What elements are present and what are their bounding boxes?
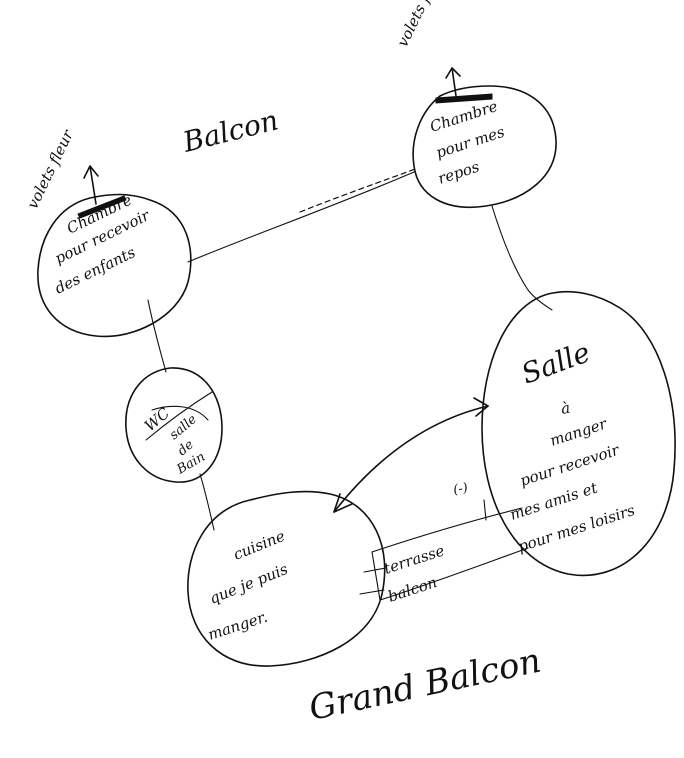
room-text-cuisine-2: que je puis (207, 560, 291, 608)
window-bar-repos (435, 93, 493, 104)
terrasse-strip-end-left (371, 551, 381, 601)
label-mark: (-) (452, 481, 469, 498)
connector-wc-cuisine (199, 473, 215, 531)
note-volets-left: volets fleur (23, 126, 77, 211)
room-bubble-salle (481, 290, 676, 577)
label-balcon-small: balcon (386, 573, 440, 606)
room-bubble-chambre-enfants (37, 193, 192, 338)
room-bubble-chambre-repos (412, 85, 557, 208)
window-arrow-enfants (83, 165, 99, 205)
window-arrow-repos (445, 67, 461, 97)
room-text-salle-3: manger (548, 414, 610, 449)
label-grand-balcon: Grand Balcon (306, 641, 545, 729)
arrow-head-cuisine (333, 493, 353, 513)
room-text-salle-1: Salle (517, 336, 594, 391)
terrasse-tick-2 (359, 589, 385, 595)
arrow-head-salle (473, 397, 489, 417)
connector-enfants-repos-dashed (299, 167, 419, 213)
room-text-cuisine-3: manger. (206, 608, 270, 644)
connector-repos-salle (491, 205, 553, 311)
arrow-salle-cuisine (333, 405, 489, 513)
terrasse-strip-bottom (379, 547, 529, 601)
terrasse-strip-top (371, 507, 523, 553)
note-volets-right: volets fleur (393, 0, 447, 50)
room-text-cuisine-1: cuisine (231, 527, 288, 564)
room-text-repos-3: repos (436, 157, 482, 187)
terrasse-tick-3 (483, 499, 487, 521)
room-text-salle-4: pour recevoir (518, 441, 622, 490)
terrasse-tick-1 (363, 567, 387, 573)
wc-bubble-divider (145, 391, 213, 441)
room-bubble-cuisine (187, 490, 386, 667)
room-bubble-wc (125, 367, 223, 483)
wc-bubble-inner-curve (151, 405, 209, 421)
connector-enfants-repos (187, 171, 415, 263)
label-balcon: Balcon (179, 103, 282, 159)
label-terrasse: terrasse (382, 541, 447, 577)
connector-enfants-wc (147, 299, 167, 373)
room-text-salle-2: à (560, 399, 572, 418)
window-bar-enfants (77, 195, 127, 219)
